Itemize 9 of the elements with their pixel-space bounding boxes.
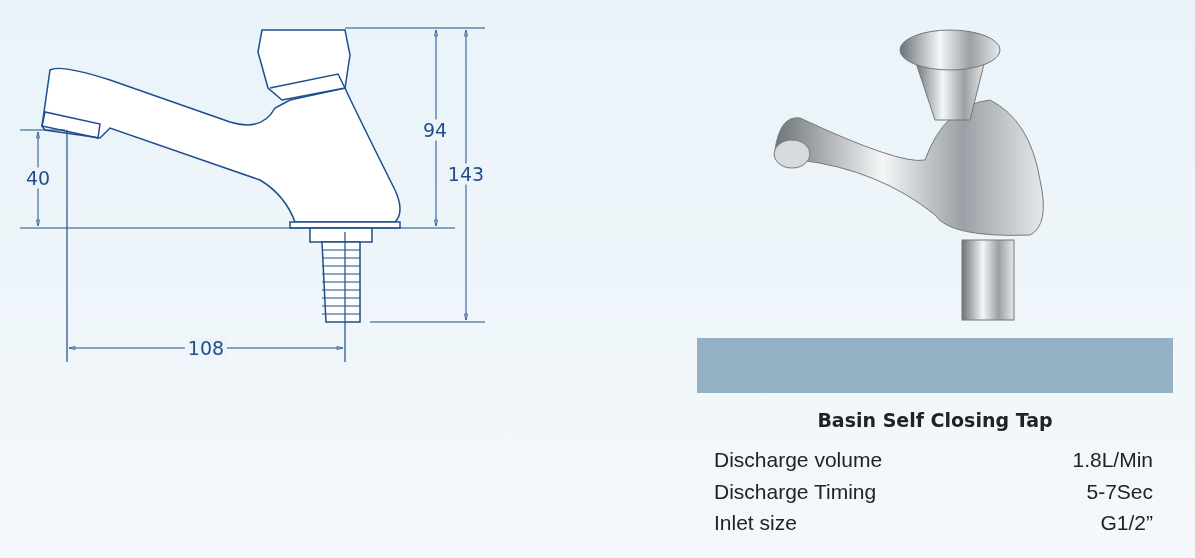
product-title: Basin Self Closing Tap bbox=[817, 411, 1053, 430]
spec-table-cell: Discharge Timing bbox=[714, 481, 877, 502]
header-bar bbox=[697, 338, 1173, 393]
dimension-label: 108 bbox=[184, 337, 228, 359]
spec-table-cell: Inlet size bbox=[714, 512, 797, 533]
spec-table-cell: 5-7Sec bbox=[1086, 481, 1153, 502]
spec-table-cell: 1.8L/Min bbox=[1072, 449, 1153, 470]
spec-table-cell: Discharge volume bbox=[714, 449, 883, 470]
spec-table-cell: G1/2” bbox=[1100, 512, 1153, 533]
